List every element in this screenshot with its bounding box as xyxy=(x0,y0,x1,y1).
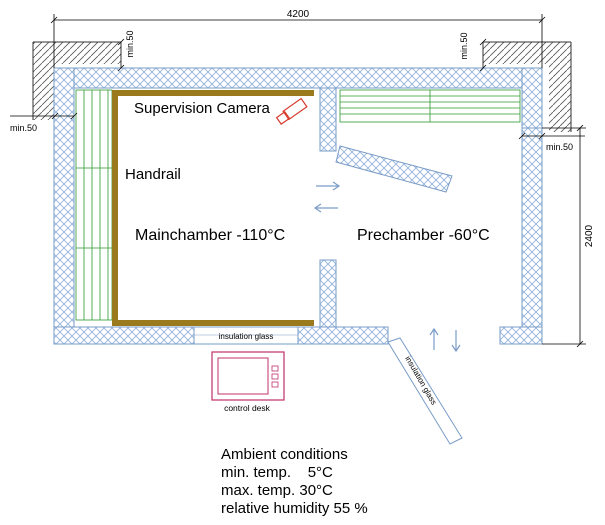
flow-arrows xyxy=(313,181,461,353)
mainchamber-label: Mainchamber -110°C xyxy=(135,227,285,244)
prechamber-label: Prechamber -60°C xyxy=(357,227,490,244)
width-dimension: 4200 xyxy=(287,9,310,20)
insulation-glass-window: insulation glass xyxy=(193,326,299,345)
insulation-glass-label: insulation glass xyxy=(219,332,274,341)
ambient-humidity: relative humidity 55 % xyxy=(221,500,368,517)
green-rail-top xyxy=(339,89,521,123)
height-dimension: 2400 xyxy=(584,224,595,247)
dimension-lines xyxy=(10,14,586,348)
green-rail-left xyxy=(75,89,113,321)
camera-label: Supervision Camera xyxy=(134,100,271,117)
inner-door xyxy=(335,145,453,193)
clearance-right-side: min.50 xyxy=(546,142,573,152)
clearance-left-top: min.50 xyxy=(125,30,135,57)
ambient-conditions: Ambient conditions min. temp. 5°C max. t… xyxy=(221,446,368,517)
insulation-glass-door: insulation glass xyxy=(387,337,463,445)
building-wall-left xyxy=(32,41,121,120)
handrail-label: Handrail xyxy=(125,166,181,183)
camera-icon xyxy=(275,97,308,125)
chamber-walls xyxy=(53,67,543,345)
brown-handrail xyxy=(112,90,314,326)
ambient-title: Ambient conditions xyxy=(221,446,348,463)
ambient-min-temp: min. temp. 5°C xyxy=(221,464,333,481)
insulation-glass-door-label: insulation glass xyxy=(403,355,438,407)
building-wall-right xyxy=(483,41,572,132)
control-desk: control desk xyxy=(211,351,285,413)
control-desk-label: control desk xyxy=(224,403,271,413)
clearance-left-side: min.50 xyxy=(10,123,37,133)
ambient-max-temp: max. temp. 30°C xyxy=(221,482,333,499)
clearance-right-top: min.50 xyxy=(459,32,469,59)
